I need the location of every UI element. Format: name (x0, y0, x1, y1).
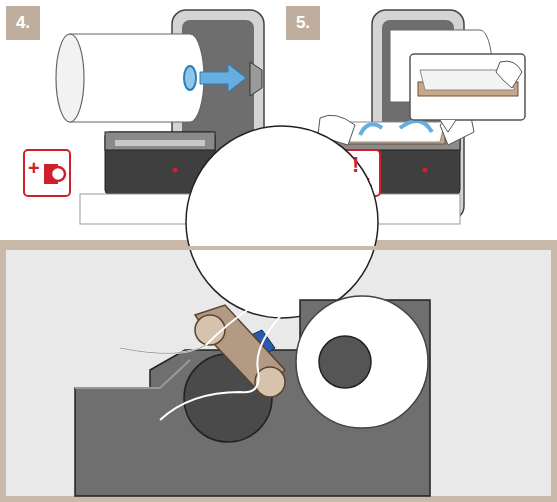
icon-symbol: ! (352, 154, 359, 176)
step-number: 5. (296, 13, 310, 33)
icon-symbol: + (28, 158, 40, 178)
detail-illustration (3, 126, 554, 499)
step-number: 4. (16, 13, 30, 33)
step-number-box: 5. (286, 6, 320, 40)
step-number-box: 4. (6, 6, 40, 40)
